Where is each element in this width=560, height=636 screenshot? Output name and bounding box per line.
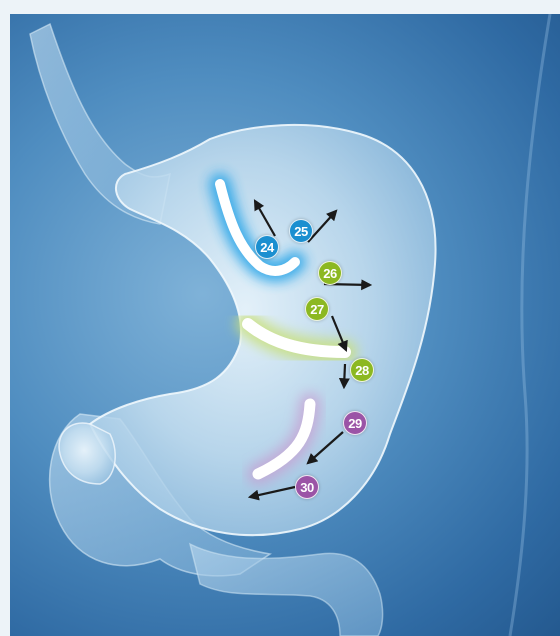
marker-25: 25 bbox=[289, 219, 313, 243]
arrow-28 bbox=[344, 364, 345, 387]
marker-24: 24 bbox=[255, 235, 279, 259]
small-intestine bbox=[190, 544, 383, 636]
marker-26: 26 bbox=[318, 261, 342, 285]
marker-30: 30 bbox=[295, 475, 319, 499]
stomach-illustration: 24 25 26 27 28 29 30 bbox=[10, 14, 560, 636]
marker-27: 27 bbox=[305, 297, 329, 321]
marker-29: 29 bbox=[343, 411, 367, 435]
stomach-diagram-svg bbox=[10, 14, 560, 636]
body-outline bbox=[510, 14, 550, 636]
marker-28: 28 bbox=[350, 358, 374, 382]
